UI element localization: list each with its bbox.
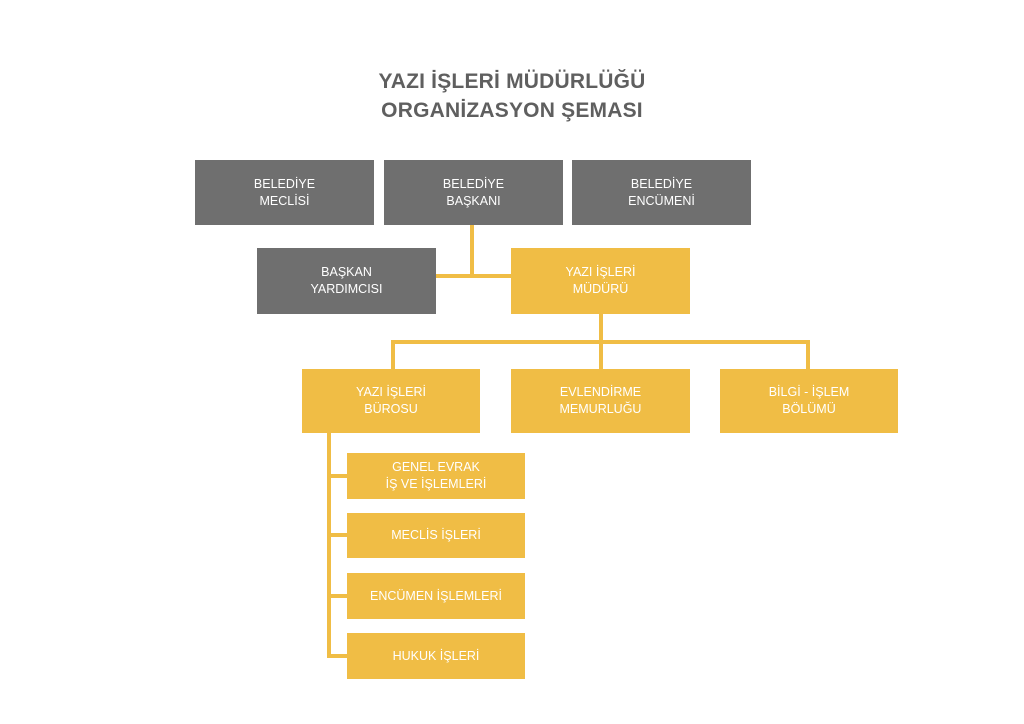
node-label-line-1: BELEDİYE xyxy=(253,176,316,191)
node-belediye-encumeni: BELEDİYE ENCÜMENİ xyxy=(572,160,751,225)
node-yazi-isleri-muduru: YAZI İŞLERİ MÜDÜRÜ xyxy=(511,248,690,314)
node-label-line-1: ENCÜMEN İŞLEMLERİ xyxy=(370,588,502,603)
node-label-line-2: MÜDÜRÜ xyxy=(572,282,629,296)
connector-sub-genel-evrak xyxy=(327,474,347,478)
node-label-line-2: BÜROSU xyxy=(364,402,418,416)
node-label-line-1: YAZI İŞLERİ xyxy=(565,265,636,279)
connector-to-evlendirme xyxy=(599,340,603,370)
node-label-line-2: BÖLÜMÜ xyxy=(782,402,836,416)
node-yazi-isleri-burosu: YAZI İŞLERİ BÜROSU xyxy=(302,369,480,433)
node-label-line-2: MECLİSİ xyxy=(259,193,310,208)
node-label-line-1: YAZI İŞLERİ xyxy=(356,385,426,399)
node-label-line-1: GENEL EVRAK xyxy=(392,460,480,474)
connector-sub-hukuk xyxy=(327,654,347,658)
connector-to-buro xyxy=(391,340,395,370)
chart-title-line-1: YAZI İŞLERİ MÜDÜRLÜĞÜ xyxy=(378,70,646,93)
node-label-line-1: MECLİS İŞLERİ xyxy=(391,528,481,542)
node-meclis-isleri: MECLİS İŞLERİ xyxy=(347,513,525,558)
connector-buro-sub-vertical xyxy=(327,432,331,658)
node-genel-evrak: GENEL EVRAK İŞ VE İŞLEMLERİ xyxy=(347,453,525,499)
connector-baskan-to-mudur-vertical xyxy=(470,225,474,277)
node-bilgi-islem-bolumu: BİLGİ - İŞLEM BÖLÜMÜ xyxy=(720,369,898,433)
node-label-line-1: HUKUK İŞLERİ xyxy=(392,648,480,663)
chart-title-line-2: ORGANİZASYON ŞEMASI xyxy=(381,99,643,122)
node-baskan-yardimcisi: BAŞKAN YARDIMCISI xyxy=(257,248,436,314)
node-label-line-2: MEMURLUĞU xyxy=(559,402,642,416)
node-belediye-meclisi: BELEDİYE MECLİSİ xyxy=(195,160,374,225)
connector-yardimci-to-mudur-horizontal xyxy=(435,274,512,278)
node-label-line-1: BİLGİ - İŞLEM xyxy=(768,385,850,399)
node-label-line-1: EVLENDİRME xyxy=(559,385,642,399)
node-hukuk-isleri: HUKUK İŞLERİ xyxy=(347,633,525,679)
node-label-line-2: İŞ VE İŞLEMLERİ xyxy=(385,477,487,491)
node-label-line-1: BELEDİYE xyxy=(442,176,505,191)
node-belediye-baskani: BELEDİYE BAŞKANI xyxy=(384,160,563,225)
node-encumen-islemleri: ENCÜMEN İŞLEMLERİ xyxy=(347,573,525,619)
node-label-line-1: BELEDİYE xyxy=(630,176,693,191)
connector-mudur-down xyxy=(599,314,603,342)
node-label-line-2: YARDIMCISI xyxy=(310,282,383,296)
node-label-line-2: ENCÜMENİ xyxy=(628,193,695,208)
node-label-line-1: BAŞKAN xyxy=(321,265,372,279)
node-label-line-2: BAŞKANI xyxy=(446,193,501,208)
connector-sub-encumen xyxy=(327,594,347,598)
connector-sub-meclis xyxy=(327,533,347,537)
node-evlendirme-memurlugu: EVLENDİRME MEMURLUĞU xyxy=(511,369,690,433)
connector-to-bilgi-islem xyxy=(806,340,810,370)
